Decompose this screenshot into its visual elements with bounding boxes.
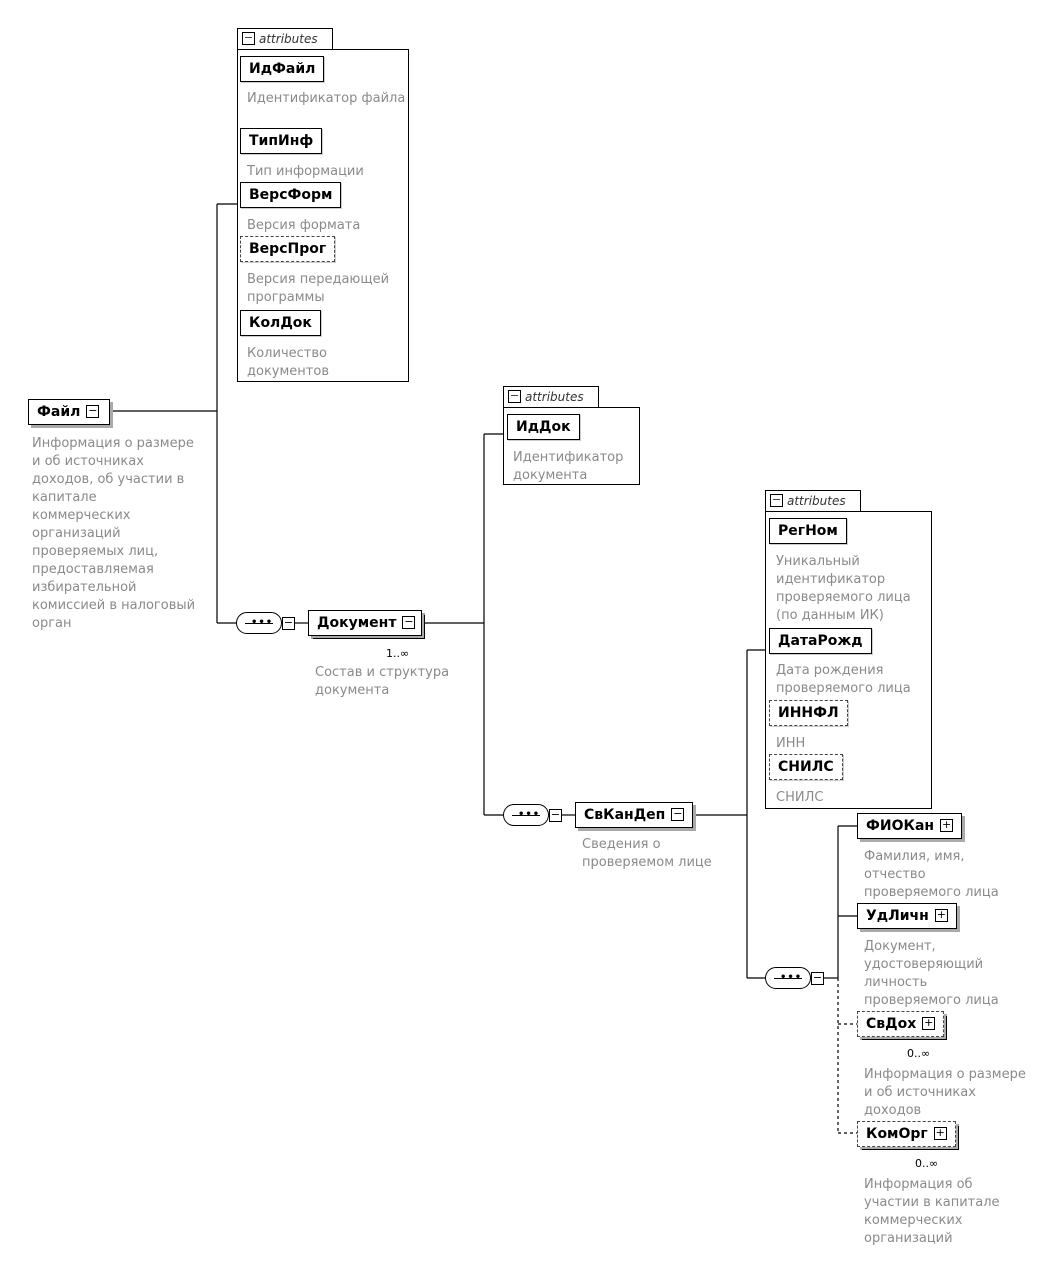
attribute-description: ИНН — [776, 736, 806, 751]
element-description: Информация об участии в капитале коммерч… — [864, 1177, 1000, 1246]
attribute-label: КолДок — [249, 315, 312, 331]
sequence-compositor: ••• — [765, 967, 811, 989]
element-document[interactable]: Документ− — [308, 610, 425, 639]
attribute-label: ИдДок — [516, 419, 571, 435]
element-label: СвДох — [866, 1016, 917, 1032]
attribute-description: Версия формата — [247, 218, 361, 233]
attribute-idfile[interactable]: ИдФайл — [240, 56, 325, 82]
collapse-icon[interactable]: − — [282, 616, 295, 630]
element-udlichn[interactable]: УдЛичн + — [857, 903, 957, 929]
attribute-label: ИдФайл — [249, 61, 316, 77]
attribute-label: ИННФЛ — [778, 705, 839, 721]
element-file-label: Файл — [37, 404, 81, 420]
element-file-description: Информация о размере и об источниках дох… — [32, 436, 196, 631]
attribute-description: Уникальный идентификатор проверяемого ли… — [776, 554, 911, 623]
attributes-tab-candidate[interactable]: −attributes — [765, 490, 861, 512]
sequence-compositor: ••• — [236, 612, 282, 634]
element-label: УдЛичн — [866, 908, 929, 924]
element-description: Информация о размере и об источниках дох… — [864, 1067, 1026, 1118]
attribute-datarozhd[interactable]: ДатаРожд — [769, 628, 872, 654]
element-candidate[interactable]: СвКанДеп− — [575, 802, 693, 828]
attribute-description: Идентификатор файла — [247, 91, 406, 106]
element-file[interactable]: Файл− — [28, 399, 110, 425]
element-candidate-description: Сведения о проверяемом лице — [582, 837, 712, 870]
attribute-snils[interactable]: СНИЛС — [769, 754, 843, 780]
collapse-icon[interactable]: − — [242, 31, 255, 45]
element-label: КомОрг — [866, 1126, 928, 1142]
attribute-label: РегНом — [778, 523, 838, 539]
attribute-description: Идентификатор документа — [513, 450, 624, 483]
element-description: Документ, удостоверяющий личность провер… — [864, 939, 999, 1008]
collapse-icon[interactable]: − — [671, 806, 685, 821]
attributes-tab-document[interactable]: −attributes — [503, 386, 599, 408]
expand-icon[interactable]: + — [922, 1015, 936, 1030]
element-document-label: Документ — [317, 615, 397, 631]
collapse-icon[interactable]: − — [508, 389, 521, 403]
sequence-compositor: ••• — [503, 804, 549, 826]
attributes-tab-file[interactable]: −attributes — [237, 28, 333, 50]
attribute-versprog[interactable]: ВерсПрог — [240, 236, 336, 262]
element-document-description: Состав и структура документа — [315, 665, 450, 698]
attributes-tab-label: attributes — [525, 390, 584, 404]
element-candidate-label: СвКанДеп — [584, 807, 666, 823]
attribute-koldok[interactable]: КолДок — [240, 310, 321, 336]
attribute-iddok[interactable]: ИдДок — [507, 414, 580, 440]
attribute-label: СНИЛС — [778, 759, 834, 775]
attribute-description: СНИЛС — [776, 790, 824, 805]
attribute-label: ВерсПрог — [249, 241, 327, 257]
attributes-panel-candidate — [765, 511, 932, 809]
cardinality-label: 1..∞ — [386, 647, 410, 660]
collapse-icon[interactable]: − — [86, 403, 100, 418]
cardinality-label: 0..∞ — [915, 1157, 939, 1170]
attribute-versform[interactable]: ВерсФорм — [240, 182, 342, 208]
collapse-icon[interactable]: − — [811, 971, 824, 985]
attributes-tab-label: attributes — [259, 32, 318, 46]
expand-icon[interactable]: + — [940, 817, 954, 832]
element-description: Фамилия, имя, отчество проверяемого лица — [864, 849, 999, 900]
element-svdox[interactable]: СвДох + — [857, 1011, 948, 1040]
attributes-tab-label: attributes — [787, 494, 846, 508]
collapse-icon[interactable]: − — [402, 614, 416, 629]
cardinality-label: 0..∞ — [907, 1047, 931, 1060]
collapse-icon[interactable]: − — [549, 808, 562, 822]
attribute-label: ТипИнф — [249, 133, 314, 149]
expand-icon[interactable]: + — [933, 1125, 947, 1140]
element-label: ФИОКан — [866, 818, 935, 834]
collapse-icon[interactable]: − — [770, 493, 783, 507]
attribute-label: ВерсФорм — [249, 187, 333, 203]
element-komorg[interactable]: КомОрг + — [857, 1121, 959, 1150]
attribute-innfl[interactable]: ИННФЛ — [769, 700, 848, 726]
attribute-label: ДатаРожд — [778, 633, 863, 649]
attribute-description: Версия передающей программы — [247, 272, 390, 305]
attribute-description: Дата рождения проверяемого лица — [776, 663, 911, 696]
attribute-description: Количество документов — [247, 346, 329, 379]
expand-icon[interactable]: + — [934, 907, 948, 922]
attribute-typeinf[interactable]: ТипИнф — [240, 128, 323, 154]
attribute-regnom[interactable]: РегНом — [769, 518, 847, 544]
attribute-description: Тип информации — [247, 164, 364, 179]
element-fiokan[interactable]: ФИОКан + — [857, 813, 963, 839]
